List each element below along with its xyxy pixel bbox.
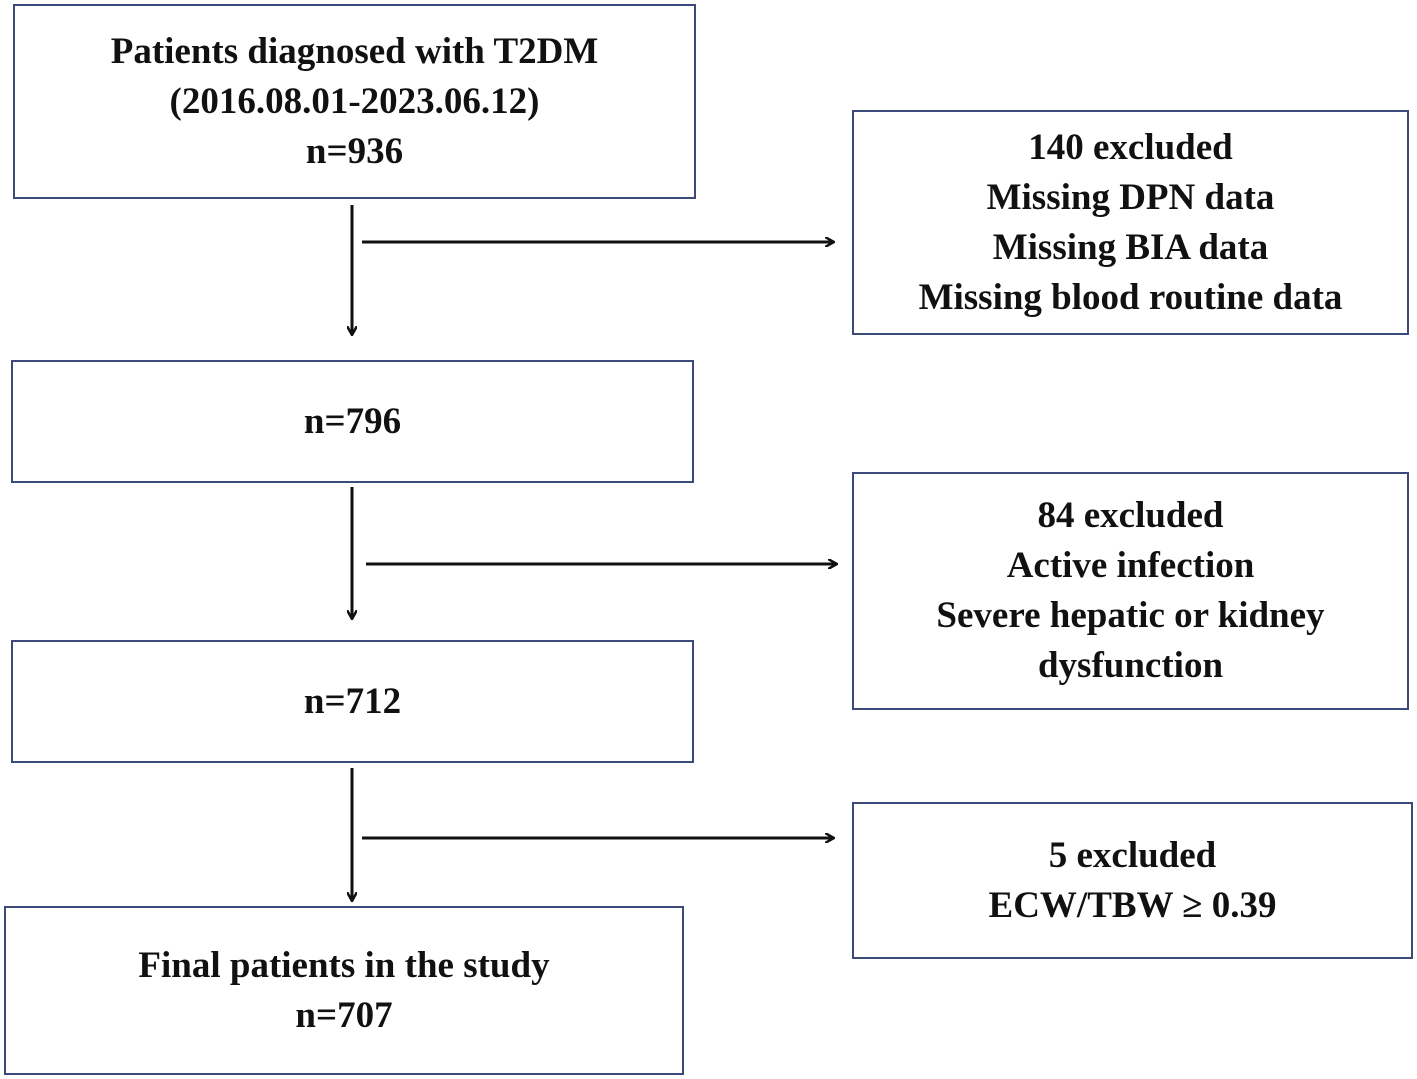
- exclusion2-title: 84 excluded: [1037, 495, 1224, 536]
- exclusion2-reason-hepatic: Severe hepatic or kidney: [936, 595, 1325, 636]
- step2-count: n=796: [303, 400, 402, 442]
- box-step-796: n=796: [11, 360, 694, 483]
- exclusion1-title: 140 excluded: [1028, 126, 1233, 168]
- exclusion1-reason-bia: Missing BIA data: [992, 226, 1269, 268]
- exclusion3-reason-ecw-tbw: ECW/TBW ≥ 0.39: [988, 884, 1277, 926]
- box-final-patients: Final patients in the study n=707: [4, 906, 684, 1075]
- box-exclusion-140: 140 excluded Missing DPN data Missing BI…: [852, 110, 1409, 335]
- exclusion1-reason-dpn: Missing DPN data: [986, 176, 1275, 218]
- box-initial-patients: Patients diagnosed with T2DM (2016.08.01…: [13, 4, 696, 199]
- initial-count: n=936: [305, 130, 404, 172]
- exclusion3-title: 5 excluded: [1048, 834, 1217, 876]
- exclusion2-reason-infection: Active infection: [1006, 545, 1255, 586]
- box-step-712: n=712: [11, 640, 694, 763]
- final-count: n=707: [295, 994, 393, 1036]
- box-exclusion-5: 5 excluded ECW/TBW ≥ 0.39: [852, 802, 1413, 959]
- initial-date-range: (2016.08.01-2023.06.12): [169, 80, 540, 122]
- box-exclusion-84: 84 excluded Active infection Severe hepa…: [852, 472, 1409, 710]
- final-patients-label: Final patients in the study: [138, 944, 550, 986]
- initial-patients-label: Patients diagnosed with T2DM: [110, 30, 599, 72]
- step3-count: n=712: [303, 680, 402, 722]
- exclusion1-reason-blood: Missing blood routine data: [918, 276, 1343, 318]
- exclusion2-reason-dysfunction: dysfunction: [1037, 645, 1224, 686]
